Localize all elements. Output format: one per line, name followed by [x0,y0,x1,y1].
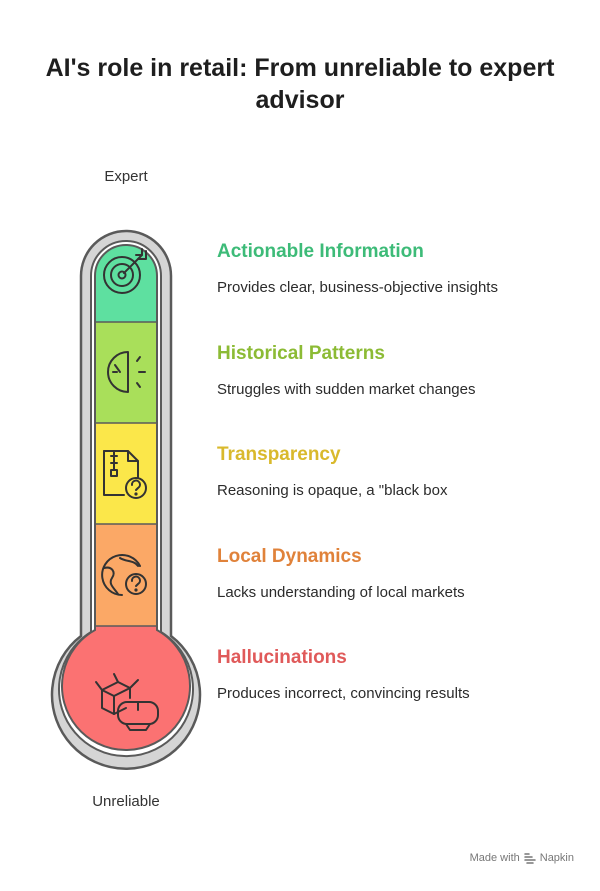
made-with-label: Made with [469,852,520,864]
level-local-dynamics: Local Dynamics Lacks understanding of lo… [217,545,587,603]
level-historical-patterns: Historical Patterns Struggles with sudde… [217,342,587,400]
target-icon [103,248,147,294]
globe-question-icon [101,554,147,596]
level-description: Produces incorrect, convincing results [217,685,470,702]
level-title: Actionable Information [217,241,424,262]
napkin-logo-icon [524,853,536,864]
level-transparency: Transparency Reasoning is opaque, a "bla… [217,443,587,501]
level-title: Hallucinations [217,647,347,668]
level-actionable-information: Actionable Information Provides clear, b… [217,240,587,298]
level-hallucinations: Hallucinations Produces incorrect, convi… [217,646,587,704]
level-description: Struggles with sudden market changes [217,381,476,398]
segment-transparency [90,423,162,524]
file-question-icon [103,450,147,499]
napkin-brand: Napkin [539,852,574,864]
segment-historical [90,322,162,423]
made-with-napkin-link[interactable]: Made with Napkin [470,852,574,864]
level-description: Reasoning is opaque, a "black box [217,482,448,499]
half-clock-icon [107,351,146,393]
segment-hallucinations [61,626,191,750]
scale-bottom-label: Unreliable [92,793,160,810]
level-title: Transparency [217,444,341,465]
page-title: AI's role in retail: From unreliable to … [45,54,555,114]
level-title: Local Dynamics [217,546,362,567]
segment-local [90,524,162,626]
level-description: Lacks understanding of local markets [217,584,465,601]
level-title: Historical Patterns [217,343,385,364]
scale-top-label: Expert [104,168,148,185]
level-description: Provides clear, business-objective insig… [217,279,498,296]
box-vr-headset-icon [95,673,159,731]
